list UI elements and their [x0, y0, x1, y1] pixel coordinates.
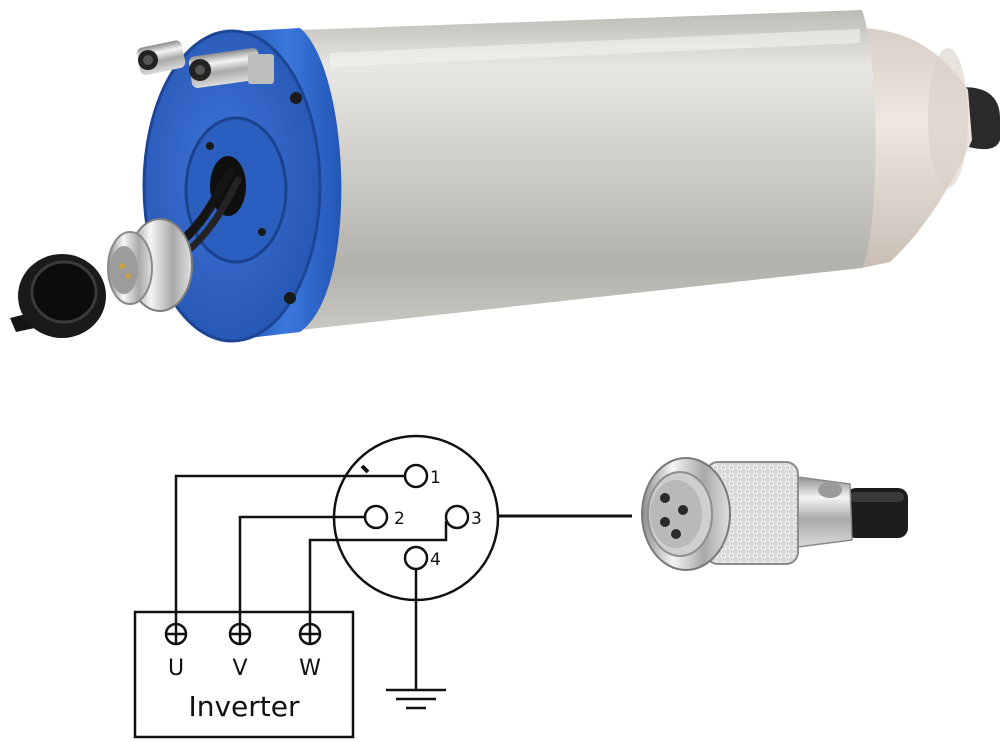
ground-icon	[386, 688, 446, 710]
pin-3-label: 3	[471, 509, 482, 529]
plug-pin	[671, 529, 681, 539]
wire-v	[238, 515, 365, 625]
aviation-socket	[107, 218, 193, 312]
wire-u	[174, 474, 405, 625]
pin-4-label: 4	[430, 550, 441, 570]
terminal-labels: U V W	[168, 656, 321, 681]
wiring-diagram	[133, 434, 632, 739]
water-fitting	[188, 48, 274, 88]
pin-2-label: 2	[394, 509, 405, 529]
bolt	[206, 142, 214, 150]
connector-key-notch	[360, 464, 370, 474]
bolt	[290, 92, 302, 104]
plug-pin	[678, 505, 688, 515]
bolt	[284, 292, 296, 304]
pin-3-circle	[444, 504, 470, 530]
bolt	[258, 228, 266, 236]
connector-plug	[641, 457, 908, 571]
pin-1-label: 1	[430, 468, 441, 488]
spindle-body	[300, 10, 876, 330]
water-fitting	[136, 40, 186, 76]
terminal-cross-icon	[298, 622, 322, 646]
pin-labels: 1 2 3 4	[394, 468, 482, 570]
terminal-v-label: V	[232, 656, 247, 681]
pin-1-circle	[403, 463, 429, 489]
terminal-cross-icon	[228, 622, 252, 646]
plug-pin	[660, 517, 670, 527]
spindle-motor	[10, 10, 1000, 343]
pin-4-circle	[403, 545, 429, 571]
dust-cap	[10, 254, 106, 338]
terminal-w-label: W	[299, 656, 321, 681]
inverter-box	[133, 610, 355, 739]
plug-pin	[660, 493, 670, 503]
terminal-cross-icon	[164, 622, 188, 646]
wire-w	[308, 521, 448, 625]
pin-2-circle	[363, 504, 389, 530]
inverter-label: Inverter	[188, 690, 300, 723]
terminal-u-label: U	[168, 656, 184, 681]
